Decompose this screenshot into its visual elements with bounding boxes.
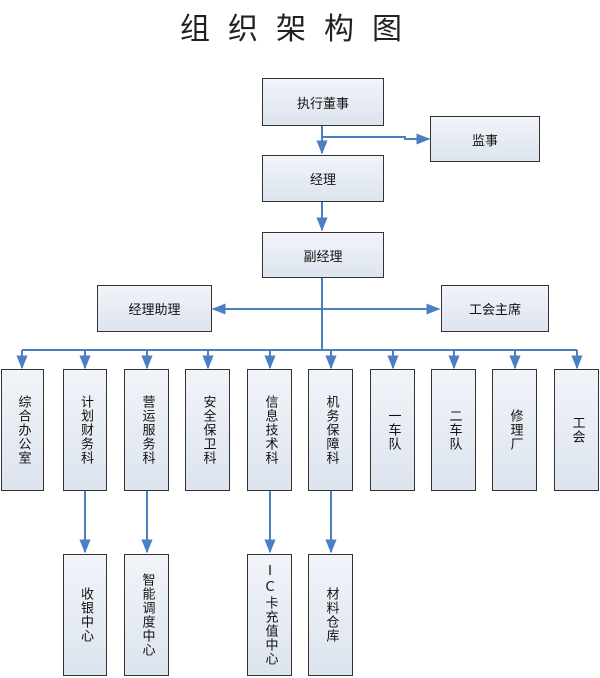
node-union-chair: 工会主席 — [441, 285, 549, 332]
dept-box: 综合办公室 — [1, 369, 44, 491]
subunit-label: 材料仓库 — [323, 587, 339, 643]
dept-label: 一车队 — [385, 409, 401, 451]
dept-box: 信息技术科 — [247, 369, 292, 491]
dept-label: 安全保卫科 — [200, 395, 216, 465]
subunit-label: IC卡充值中心 — [262, 564, 278, 666]
dept-box: 一车队 — [370, 369, 415, 491]
node-supervisor: 监事 — [430, 116, 540, 162]
dept-label: 计划财务科 — [78, 395, 93, 465]
node-deputy-manager: 副经理 — [262, 232, 384, 278]
dept-box: 营运服务科 — [124, 369, 169, 491]
dept-box: 机务保障科 — [308, 369, 353, 491]
dept-label: 工会 — [569, 416, 585, 444]
node-manager-assistant: 经理助理 — [97, 285, 212, 332]
node-union-chair-label: 工会主席 — [468, 303, 521, 318]
dept-box: 工会 — [554, 369, 599, 491]
dept-label: 信息技术科 — [262, 395, 278, 465]
node-manager-label: 经理 — [309, 173, 336, 188]
subunit-label: 收银中心 — [78, 587, 93, 643]
dept-label: 修理厂 — [507, 409, 523, 451]
node-manager: 经理 — [262, 155, 384, 202]
dept-label: 综合办公室 — [15, 395, 31, 465]
chart-title: 组织架构图 — [180, 12, 420, 47]
node-supervisor-label: 监事 — [471, 133, 498, 149]
dept-box: 计划财务科 — [63, 369, 107, 491]
node-deputy-manager-label: 副经理 — [303, 249, 343, 265]
subunit-label: 智能调度中心 — [139, 573, 155, 657]
dept-box: 修理厂 — [492, 369, 537, 491]
dept-box: 二车队 — [431, 369, 476, 491]
subunit-box: 智能调度中心 — [124, 554, 169, 676]
subunit-box: 收银中心 — [63, 554, 107, 676]
subunit-box: 材料仓库 — [308, 554, 353, 676]
node-chairman-label: 执行董事 — [296, 96, 349, 112]
dept-label: 机务保障科 — [323, 395, 339, 465]
dept-box: 安全保卫科 — [185, 369, 230, 491]
node-chairman: 执行董事 — [262, 78, 384, 126]
dept-label: 二车队 — [446, 409, 462, 451]
node-manager-assistant-label: 经理助理 — [128, 303, 181, 318]
subunit-box: IC卡充值中心 — [247, 554, 292, 676]
dept-label: 营运服务科 — [139, 395, 155, 465]
